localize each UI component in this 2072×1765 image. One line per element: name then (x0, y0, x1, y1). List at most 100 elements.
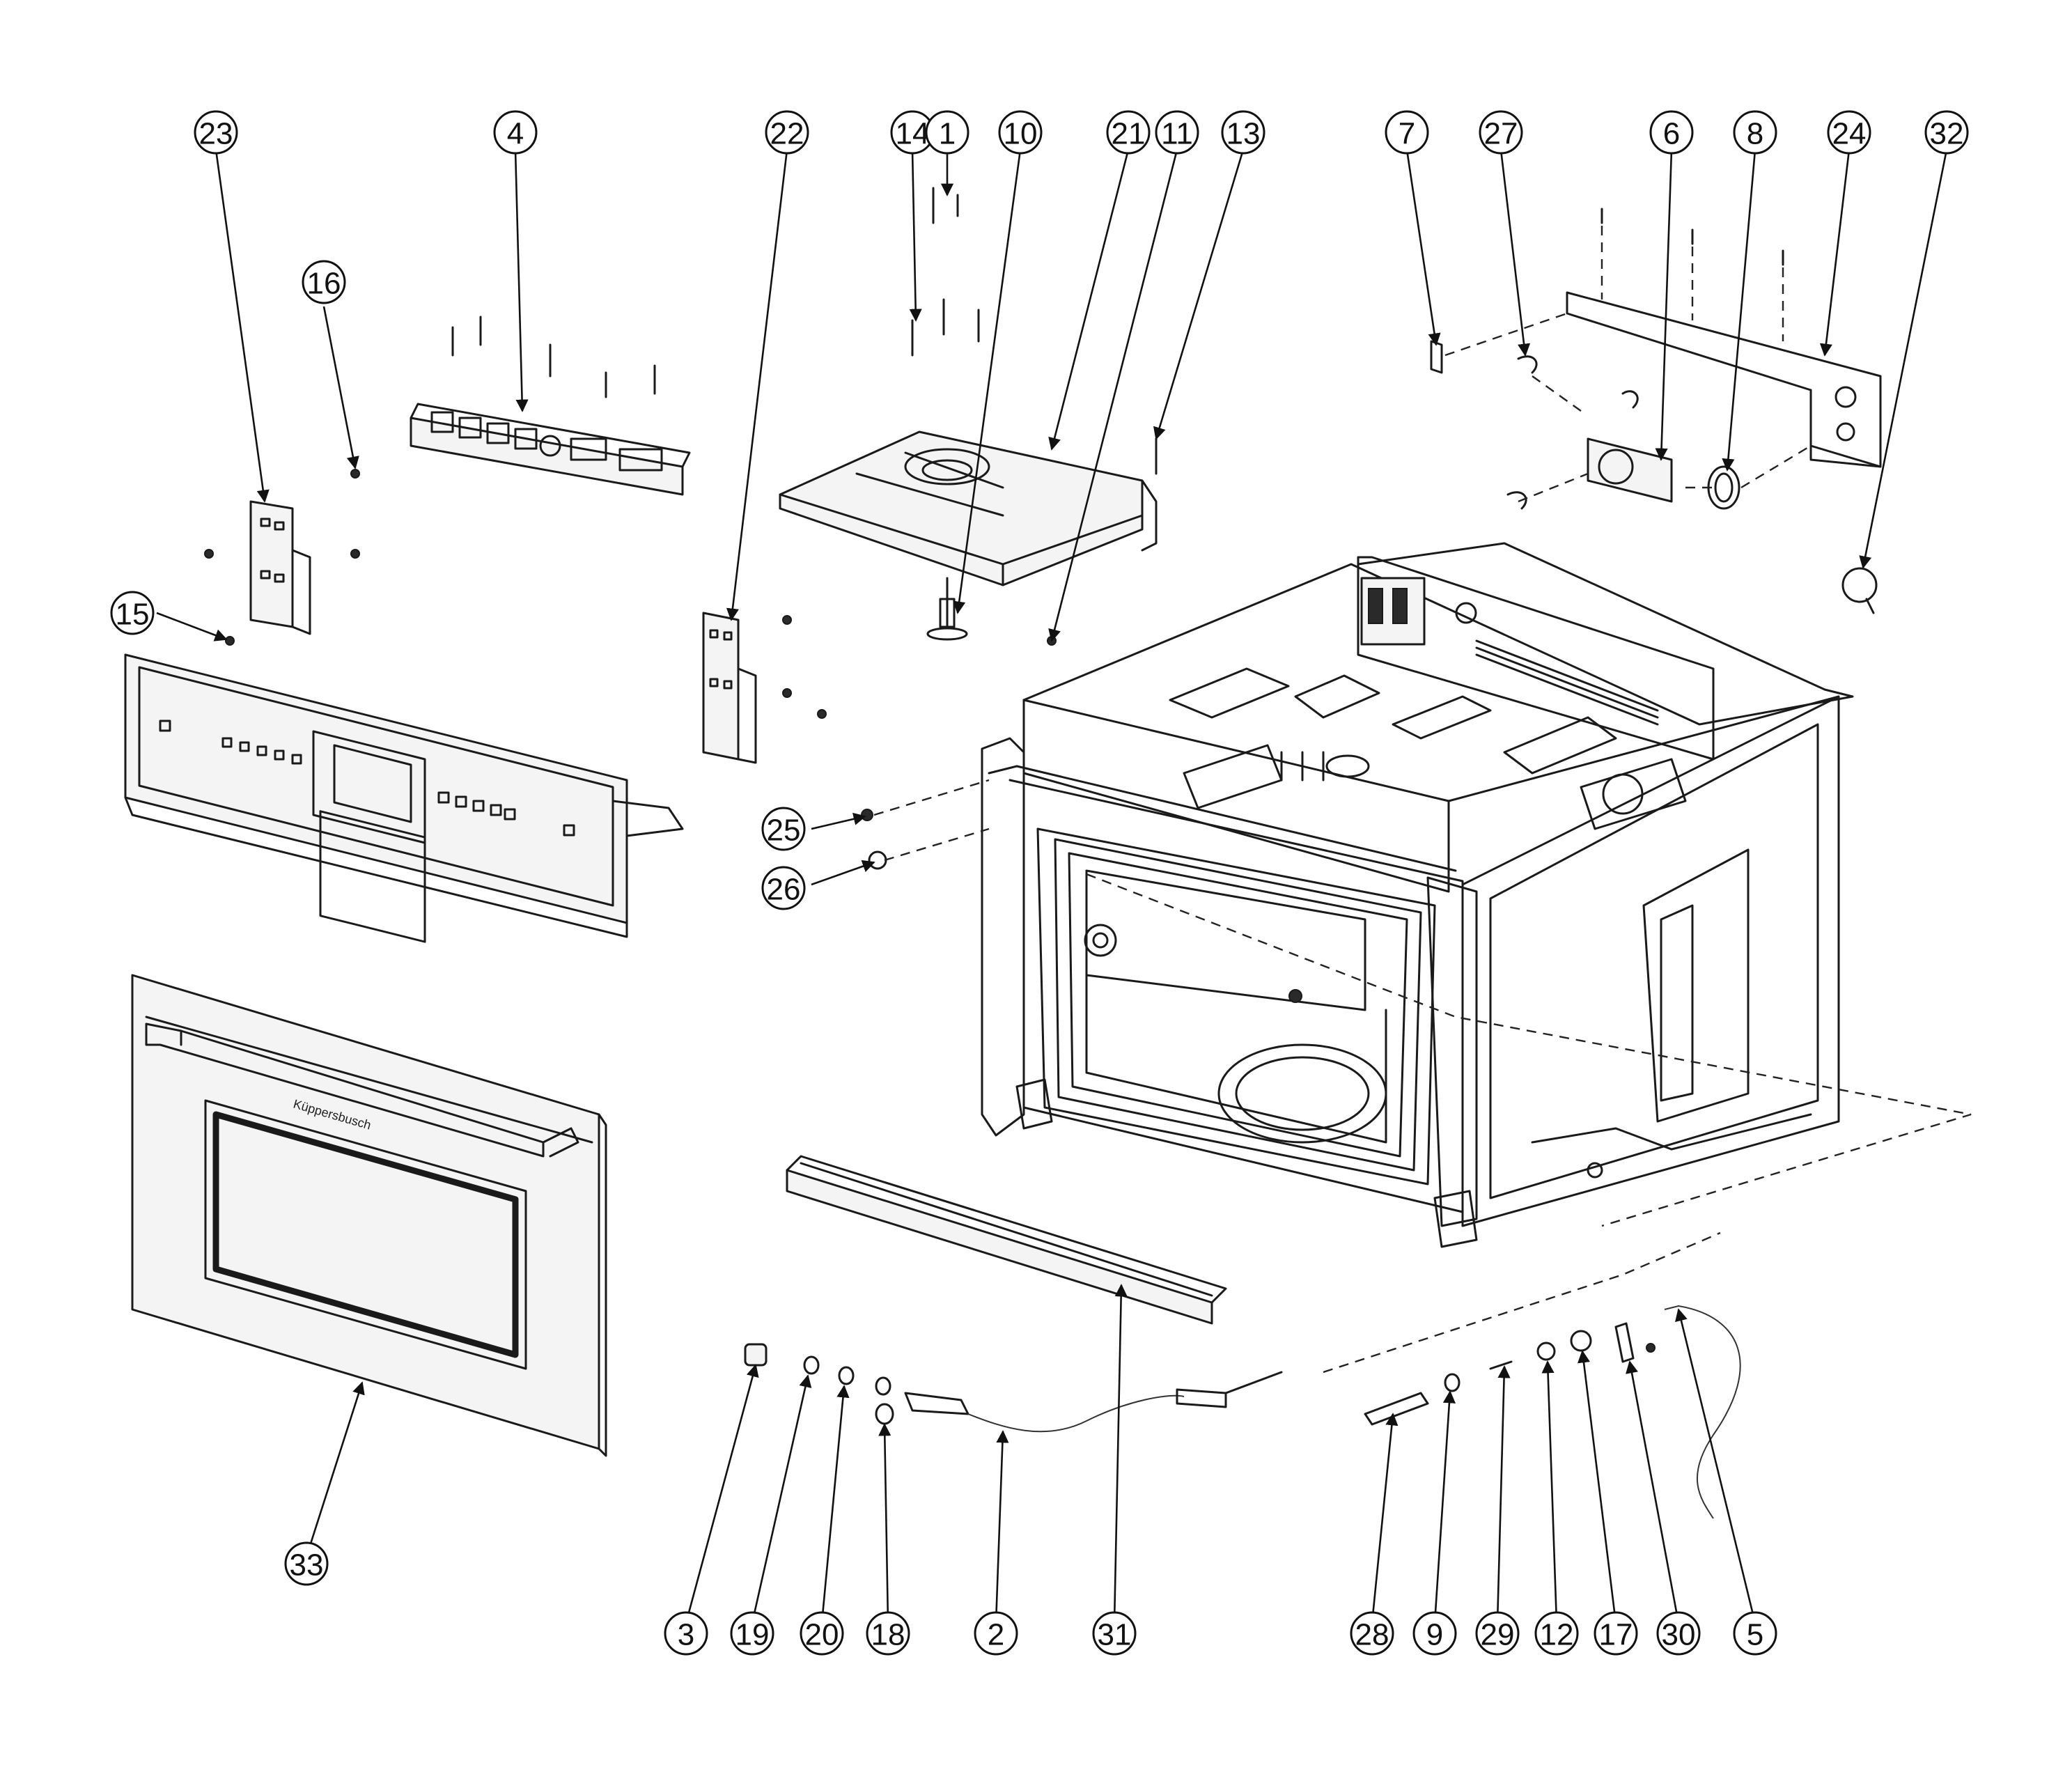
callout-circle (800, 1611, 844, 1656)
callout-circle (761, 866, 806, 910)
callout-label: 12 (1540, 1618, 1574, 1652)
callout-circle (765, 110, 809, 155)
callout-label: 25 (767, 814, 801, 848)
callout-circle (1827, 110, 1871, 155)
callout-label: 6 (1663, 117, 1680, 151)
control-board (410, 403, 691, 496)
callout-label: 9 (1426, 1618, 1443, 1652)
callout-circle (1221, 110, 1265, 155)
callout-6: 6 (1649, 110, 1694, 155)
callout-circle (194, 110, 238, 155)
callout-circle (1733, 1611, 1777, 1656)
callout-circle (1412, 1611, 1457, 1656)
callout-2: 2 (974, 1611, 1018, 1656)
control-panel (124, 653, 684, 943)
callout-label: 15 (116, 598, 150, 632)
callout-label: 18 (871, 1618, 905, 1652)
display-window (319, 810, 426, 943)
callout-label: 21 (1112, 117, 1146, 151)
callout-circle (493, 110, 538, 155)
callout-label: 23 (199, 117, 233, 151)
callout-24: 24 (1827, 110, 1871, 155)
callout-circle (998, 110, 1043, 155)
callout-circle (664, 1611, 708, 1656)
callout-8: 8 (1733, 110, 1777, 155)
callout-circle (1594, 1611, 1638, 1656)
callout-label: 26 (767, 873, 801, 907)
callout-19: 19 (730, 1611, 774, 1656)
callout-circle (866, 1611, 910, 1656)
callout-30: 30 (1656, 1611, 1701, 1656)
callout-label: 24 (1832, 117, 1867, 151)
callout-20: 20 (800, 1611, 844, 1656)
callout-33: 33 (284, 1541, 329, 1586)
callout-circle (1092, 1611, 1137, 1656)
rear-bracket-assembly (1430, 209, 1882, 614)
callout-circle (1106, 110, 1151, 155)
callout-label: 19 (735, 1618, 770, 1652)
callout-circle (1350, 1611, 1394, 1656)
callout-27: 27 (1479, 110, 1523, 155)
callout-12: 12 (1534, 1611, 1579, 1656)
callout-circle (1924, 110, 1969, 155)
callout-circle (1155, 110, 1199, 155)
callout-label: 5 (1747, 1618, 1763, 1652)
callout-circle (761, 807, 806, 851)
callout-label: 14 (896, 117, 930, 151)
callout-14: 14 (890, 110, 935, 155)
callout-13: 13 (1221, 110, 1265, 155)
leader-lines (156, 149, 1948, 1624)
callout-circle (302, 260, 346, 304)
callout-18: 18 (866, 1611, 910, 1656)
callout-21: 21 (1106, 110, 1151, 155)
callout-9: 9 (1412, 1611, 1457, 1656)
callout-4: 4 (493, 110, 538, 155)
callout-label: 28 (1355, 1618, 1389, 1652)
callout-label: 1 (939, 117, 956, 151)
lower-small-parts (744, 1305, 1741, 1519)
callout-26: 26 (761, 866, 806, 910)
right-bracket (702, 612, 757, 764)
callout-3: 3 (664, 1611, 708, 1656)
screws (204, 187, 1784, 870)
callout-5: 5 (1733, 1611, 1777, 1656)
oven-housing (981, 542, 1972, 1374)
callout-label: 33 (290, 1548, 324, 1583)
callout-7: 7 (1385, 110, 1429, 155)
callout-circle (1385, 110, 1429, 155)
callout-label: 7 (1399, 117, 1415, 151)
callout-label: 16 (307, 267, 341, 301)
callout-label: 4 (507, 117, 524, 151)
control-buttons (159, 720, 575, 837)
callout-label: 3 (678, 1618, 694, 1652)
callout-circle (1534, 1611, 1579, 1656)
callout-16: 16 (302, 260, 346, 304)
callout-label: 30 (1662, 1618, 1696, 1652)
callout-label: 2 (988, 1618, 1004, 1652)
callout-circle (925, 110, 969, 155)
callout-circle (974, 1611, 1018, 1656)
callout-11: 11 (1155, 110, 1199, 155)
callout-circle (110, 591, 155, 635)
callout-label: 8 (1747, 117, 1763, 151)
callout-label: 27 (1484, 117, 1518, 151)
callout-29: 29 (1475, 1611, 1520, 1656)
callout-circle (1733, 110, 1777, 155)
callout-circle (1479, 110, 1523, 155)
drip-tray (786, 1155, 1227, 1325)
callout-label: 20 (805, 1618, 839, 1652)
callout-23: 23 (194, 110, 238, 155)
callout-circle (730, 1611, 774, 1656)
callout-label: 10 (1004, 117, 1038, 151)
callout-label: 17 (1599, 1618, 1633, 1652)
callout-circle (284, 1541, 329, 1586)
callout-32: 32 (1924, 110, 1969, 155)
callout-label: 31 (1098, 1618, 1132, 1652)
callout-label: 29 (1481, 1618, 1515, 1652)
callout-31: 31 (1092, 1611, 1137, 1656)
callout-17: 17 (1594, 1611, 1638, 1656)
callout-label: 11 (1161, 117, 1193, 151)
